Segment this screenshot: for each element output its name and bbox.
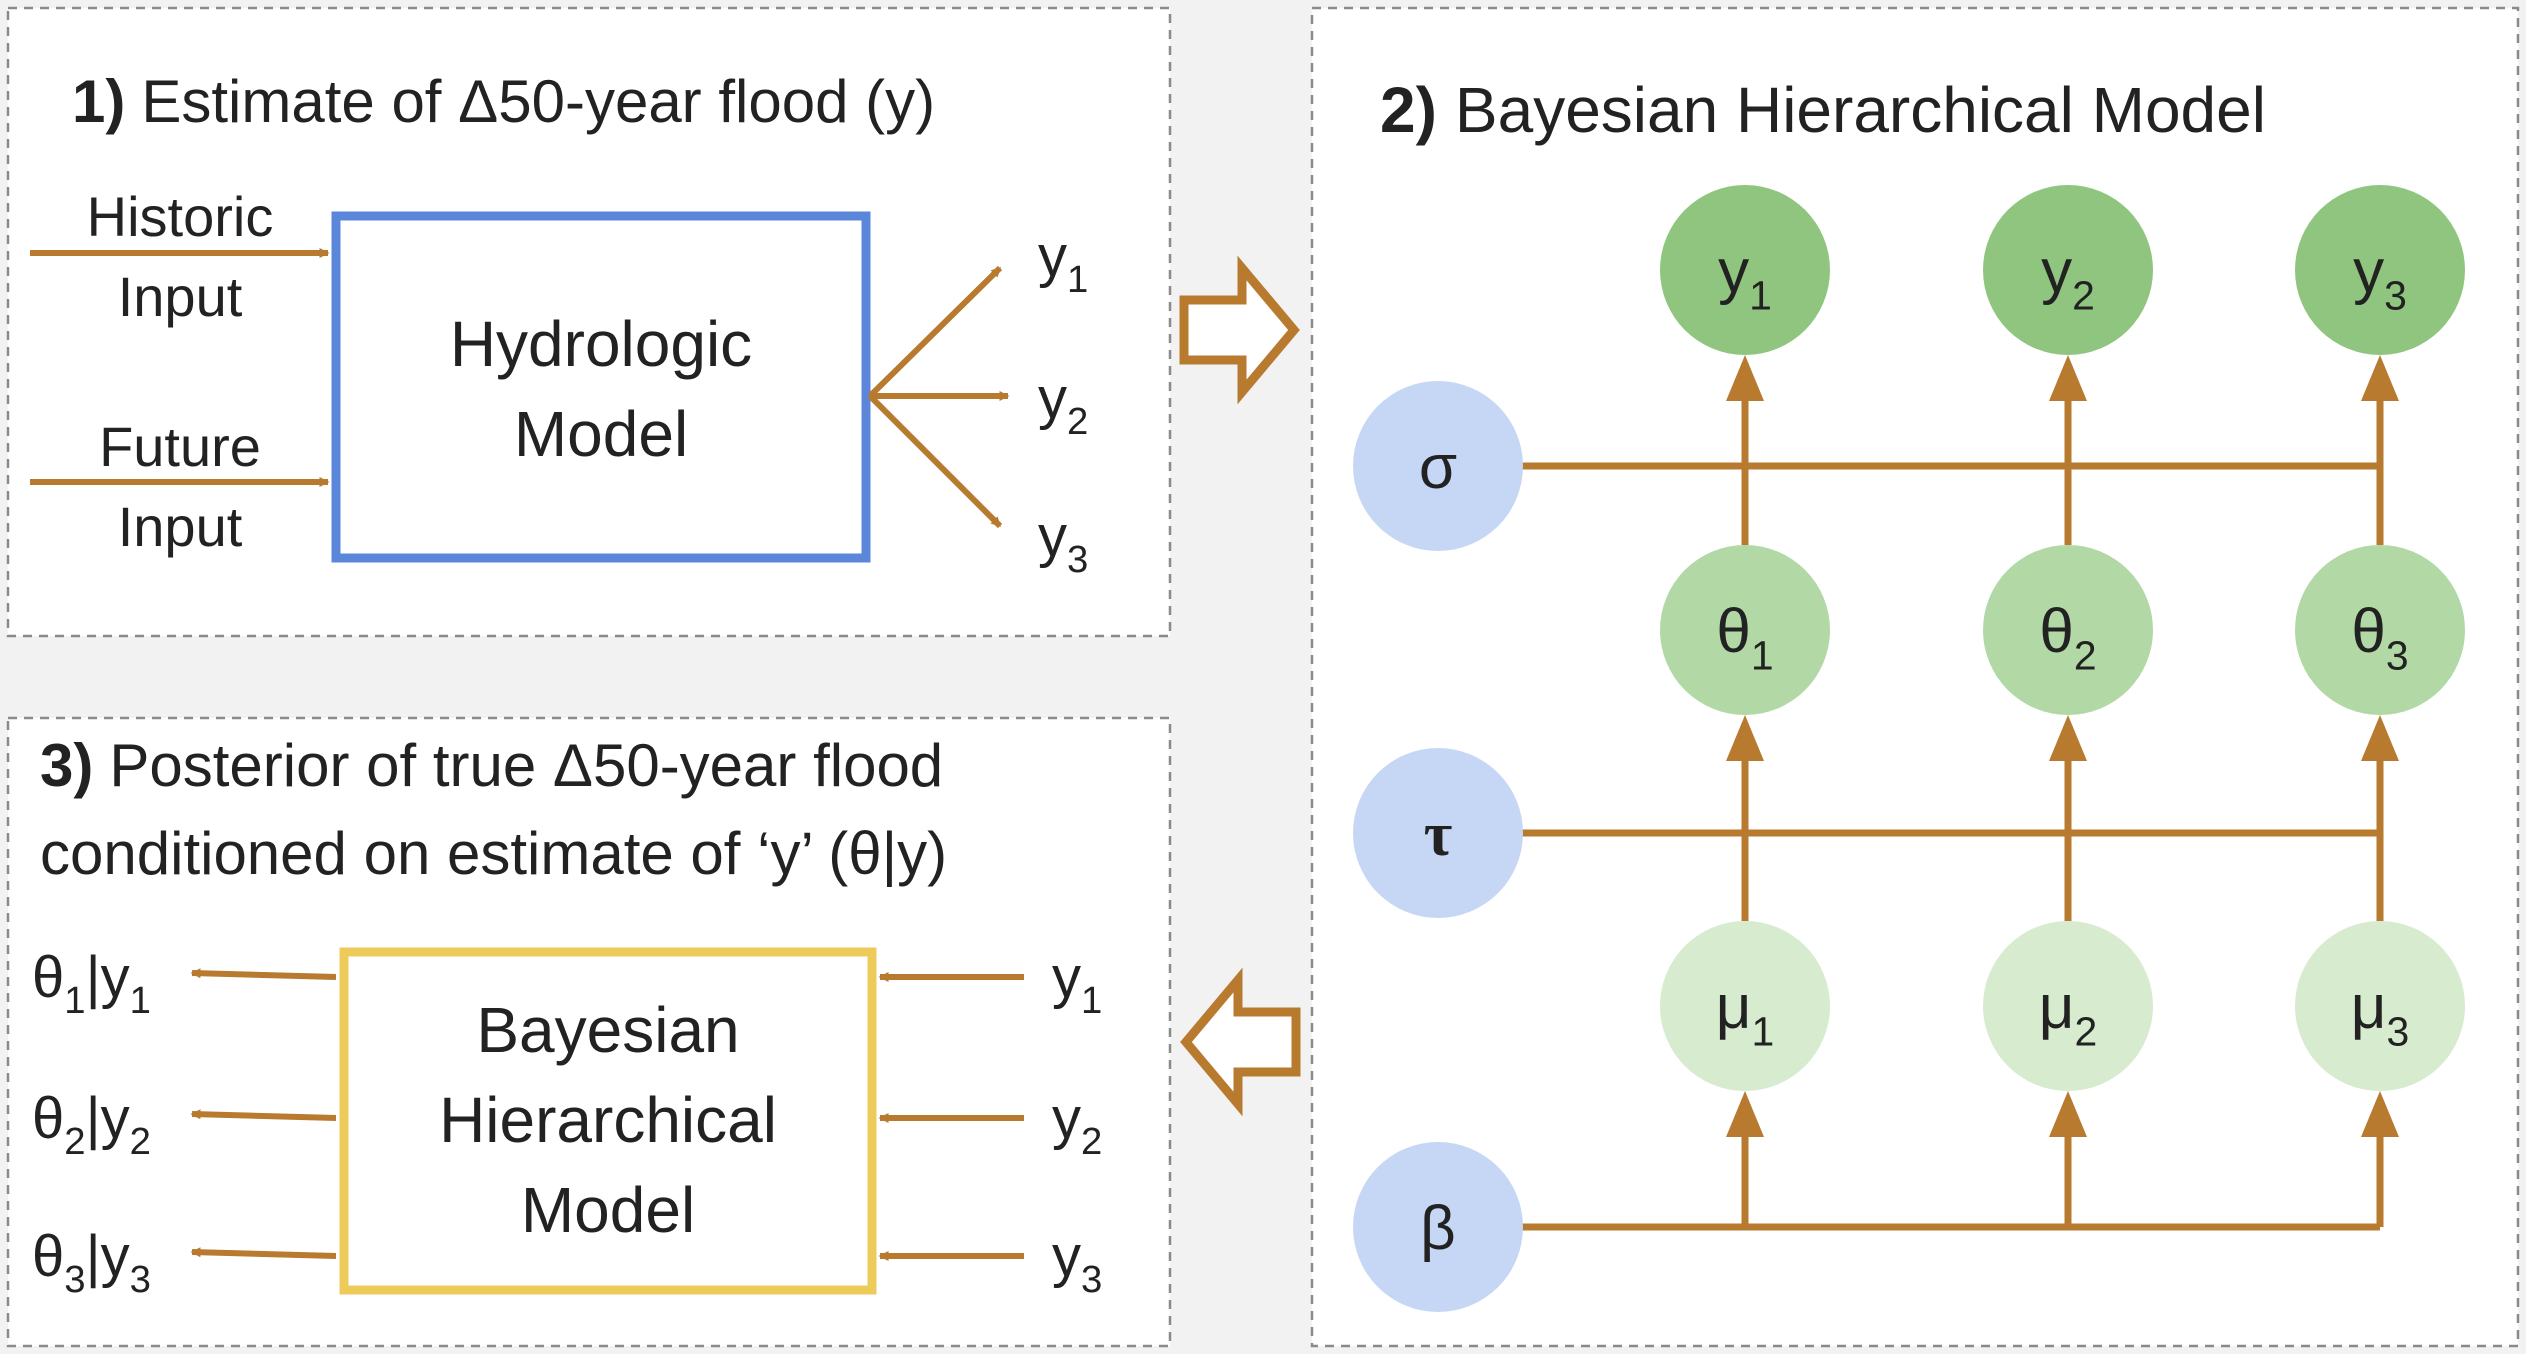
hydro-output-y1: y1 [1038, 224, 1088, 301]
bayesian-model-label-line1: Bayesian [476, 994, 739, 1066]
future-input-label-line2: Input [118, 495, 243, 558]
beta-to-mu1-arrow [1726, 1091, 1764, 1227]
sigma-node [1353, 381, 1523, 551]
posterior-output-arrow-1 [190, 968, 337, 980]
y-node-2 [1983, 185, 2153, 355]
posterior-output-2: θ2|y2 [32, 1086, 151, 1163]
panel-3: 3)Posterior of true Δ50-year flood condi… [32, 732, 1102, 1301]
panel-3-io: θ1|y1 θ2|y2 θ3|y3 y1 y2 y3 [32, 945, 1102, 1301]
theta2-to-y2-arrow [2049, 355, 2087, 545]
bayesian-model-label-line2: Hierarchical [439, 1084, 777, 1156]
hydro-output-y2: y2 [1038, 366, 1088, 443]
panel-2-title: 2)Bayesian Hierarchical Model [1380, 74, 2266, 146]
y-node-1-label: y1 [1718, 237, 1772, 318]
theta1-to-y1-arrow [1726, 355, 1764, 545]
mu2-to-theta2-arrow [2049, 715, 2087, 921]
sigma-node-label: σ [1419, 433, 1457, 502]
panel-1-title: 1)Estimate of Δ50-year flood (y) [72, 68, 935, 135]
mu-node-1 [1660, 921, 1830, 1091]
panel-1-outputs: y1 y2 y3 [1038, 224, 1088, 581]
posterior-output-arrow-3 [190, 1247, 337, 1259]
y-node-3 [2295, 185, 2465, 355]
output-arrow-3 [867, 393, 1003, 529]
theta-node-3 [2295, 545, 2465, 715]
mu-node-3 [2295, 921, 2465, 1091]
hydrologic-model-label-line1: Hydrologic [450, 308, 752, 380]
mu-node-1-label: μ1 [1716, 973, 1775, 1054]
mu-node-2-label: μ2 [2039, 973, 2098, 1054]
panel-2: 2)Bayesian Hierarchical Model y1 y2 y3 θ1 θ2… [1353, 74, 2465, 1312]
hydrologic-model-box [331, 211, 871, 563]
y-node-2-label: y2 [2041, 237, 2095, 318]
mu-node-2 [1983, 921, 2153, 1091]
block-arrow-right [1179, 255, 1300, 405]
beta-node [1353, 1142, 1523, 1312]
bhm-nodes: y1 y2 y3 θ1 θ2 θ3 μ1 μ2 μ3 σ τ β [1353, 185, 2465, 1312]
bhm-edges [1518, 355, 2399, 1231]
mu3-to-theta3-arrow [2361, 715, 2399, 921]
theta-node-2 [1983, 545, 2153, 715]
historic-input-label-line1: Historic [87, 185, 274, 248]
theta-node-1-label: θ1 [1716, 597, 1773, 678]
theta-node-1 [1660, 545, 1830, 715]
theta-node-3-label: θ3 [2351, 597, 2408, 678]
theta3-to-y3-arrow [2361, 355, 2399, 545]
panel-1: 1)Estimate of Δ50-year flood (y) Hydrolo… [30, 68, 1088, 581]
mu-node-3-label: μ3 [2351, 973, 2410, 1054]
posterior-output-1: θ1|y1 [32, 945, 151, 1022]
y-node-3-label: y3 [2353, 237, 2407, 318]
historic-input-label-line2: Input [118, 265, 243, 328]
block-arrow-left [1180, 967, 1301, 1117]
beta-to-mu3-arrow [2361, 1091, 2399, 1227]
y-node-1 [1660, 185, 1830, 355]
mu1-to-theta1-arrow [1726, 715, 1764, 921]
bayesian-model-box [339, 947, 877, 1295]
tau-node-label: τ [1424, 801, 1453, 869]
bayesian-model-label-line3: Model [521, 1174, 695, 1246]
hydro-output-y3: y3 [1038, 504, 1088, 581]
output-arrow-1 [867, 265, 1003, 399]
bhm-input-y1: y1 [1052, 945, 1102, 1022]
panel-3-title-line1: 3)Posterior of true Δ50-year flood [40, 732, 943, 799]
panel-3-title-line2: conditioned on estimate of ‘y’ (θ|y) [40, 820, 947, 887]
beta-node-label: β [1420, 1194, 1456, 1263]
hydrologic-model-label-line2: Model [514, 398, 688, 470]
tau-node [1353, 748, 1523, 918]
bhm-input-y2: y2 [1052, 1086, 1102, 1163]
theta-node-2-label: θ2 [2039, 597, 2096, 678]
future-input-label-line1: Future [99, 415, 261, 478]
bhm-input-y3: y3 [1052, 1224, 1102, 1301]
posterior-output-3: θ3|y3 [32, 1224, 151, 1301]
posterior-output-arrow-2 [190, 1109, 337, 1121]
beta-to-mu2-arrow [2049, 1091, 2087, 1227]
